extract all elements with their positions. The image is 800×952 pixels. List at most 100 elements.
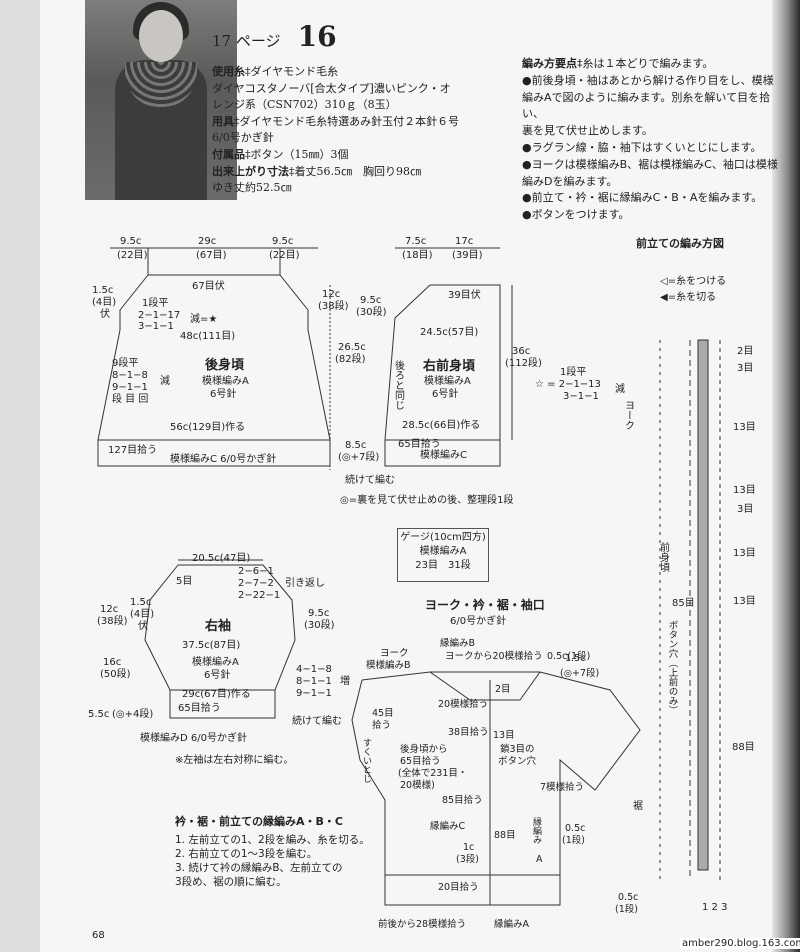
sleeve-five: 5目 bbox=[176, 576, 192, 587]
asm-yoke-pattern: 模様編みB bbox=[366, 659, 411, 671]
asm-edge-a2: A bbox=[536, 854, 543, 865]
band-count: 3目 bbox=[737, 363, 753, 374]
asm-c05r: (1段) bbox=[562, 834, 585, 846]
back-side-row: 8−1−8 bbox=[112, 370, 148, 381]
front-neck-h: 9.5c bbox=[360, 295, 381, 306]
asm-hem-pick: 前後から28模様拾う bbox=[378, 918, 466, 930]
pattern-page bbox=[40, 0, 780, 952]
asm-c05b: 0.5c bbox=[618, 892, 638, 903]
sleeve-cuff-h: 5.5c bbox=[88, 709, 109, 720]
back-top-right-st: (22目) bbox=[269, 250, 300, 261]
asm-c05: 0.5c bbox=[565, 823, 585, 834]
sleeve-pickup: 65目拾う bbox=[178, 701, 221, 714]
edging-step: 3段め、裾の順に編む。 bbox=[175, 876, 287, 888]
sleeve-cuff bbox=[169, 689, 276, 719]
sleeve-inc-row: 8−1−1 bbox=[296, 676, 332, 687]
band-legend-2: ◀=糸を切る bbox=[660, 291, 716, 303]
back-dec-row: 3−1−1 bbox=[138, 321, 174, 332]
size-line-2: ゆき丈約52.5㎝ bbox=[212, 181, 292, 195]
tools-line-2: 6/0号かぎ針 bbox=[212, 131, 274, 145]
asm-pick: 拾う bbox=[372, 719, 391, 731]
asm-back65: 後身頃から bbox=[400, 743, 448, 755]
notes-item: ●ヨークは模様編みB、裾は模様編みC、袖口は模様 bbox=[522, 157, 778, 171]
sleeve-raglan-h: 12c bbox=[100, 604, 118, 615]
asm-c1: 1c bbox=[463, 842, 474, 853]
band-count: 85目 bbox=[672, 598, 695, 609]
front-top-mid: 17c bbox=[455, 236, 473, 247]
front-dec-row: 1段平 bbox=[560, 365, 586, 378]
front-raglan-h: 12c bbox=[322, 289, 340, 300]
back-top-left: 9.5c bbox=[120, 236, 141, 247]
back-side-row: 9段平 bbox=[112, 356, 138, 369]
size-line-1: ‡着丈56.5㎝ 胸回り98㎝ bbox=[289, 164, 421, 178]
asm-total: (全体で231目・ bbox=[398, 767, 467, 779]
front-dec-row: ☆ = 2−1−13 bbox=[535, 379, 601, 390]
page-header: 17 ページ 16 bbox=[212, 20, 337, 53]
gauge-box: ゲージ(10cm四方) 模様編みA 23目 31段 bbox=[397, 528, 489, 582]
model-photo bbox=[85, 0, 237, 200]
notes-item: ●前立て・衿・裾に縁編みC・B・Aを編みます。 bbox=[522, 191, 763, 205]
back-top-mid-st: (67目) bbox=[196, 250, 227, 261]
edging-steps: 衿・裾・前立ての縁編みA・B・C 1. 左前立ての1、2段を編み、糸を切る。 2… bbox=[175, 815, 375, 889]
yarn-label: 使用糸 bbox=[212, 65, 245, 78]
sleeve-cuff-st: (◎+4段) bbox=[112, 707, 153, 720]
band-side-hem: 裾 bbox=[631, 799, 643, 811]
asm-edge-c: 縁編みC bbox=[430, 820, 466, 832]
back-pickup: 127目拾う bbox=[108, 443, 157, 456]
sleeve-left-fu: 伏 bbox=[138, 619, 148, 632]
front-dec-row: 3−1−1 bbox=[563, 391, 599, 402]
asm-collar: 0.5c(1段) bbox=[547, 650, 590, 662]
size-label: 出来上がり寸法 bbox=[212, 164, 289, 178]
edging-title: 衿・裾・前立ての縁編みA・B・C bbox=[175, 815, 343, 828]
asm-scoop: すくいとじ bbox=[361, 738, 372, 783]
band-count: 13目 bbox=[733, 485, 756, 496]
assembly-title: ヨーク・衿・裾・袖口 bbox=[425, 597, 545, 612]
front-back-same: 後ろと同じ bbox=[393, 359, 405, 410]
asm-edge-a3: 縁編みA bbox=[494, 918, 530, 930]
band-title: 前立ての編み方図 bbox=[636, 236, 724, 250]
front-cont: 続けて編む bbox=[345, 473, 395, 486]
edging-step: 2. 右前立ての1〜3段を編む。 bbox=[175, 848, 318, 860]
asm-c05br: (1段) bbox=[615, 903, 638, 915]
front-hem bbox=[384, 439, 501, 467]
front-needle: 6号針 bbox=[432, 387, 458, 400]
back-left-h-st: (4目) bbox=[92, 297, 116, 308]
front-top-left-st: (18目) bbox=[402, 250, 433, 261]
materials-spec: 使用糸‡ダイヤモンド毛糸 ダイヤコスタノーバ[合太タイプ]濃いピンク・オ レンジ… bbox=[212, 64, 502, 197]
asm-p20b: 20目拾う bbox=[438, 881, 479, 893]
sleeve-left-h: 1.5c bbox=[130, 597, 151, 608]
sleeve-cuff: 模様編みD 6/0号かぎ針 bbox=[140, 731, 247, 744]
asm-collar2-st: (◎+7段) bbox=[560, 667, 599, 679]
yarn-line-2: ダイヤコスタノーバ[合太タイプ]濃いピンク・オ bbox=[212, 81, 451, 95]
instructions: 編み方要点‡糸は１本どりで編みます。 ●前後身頃・袖はあとから解ける作り目をし、… bbox=[522, 56, 782, 224]
front-pickup: 65目拾う bbox=[398, 437, 441, 450]
asm-c1r: (3段) bbox=[456, 853, 479, 865]
sleeve-top-row: 2−6−1 bbox=[238, 566, 274, 577]
edging-step: 3. 続けて衿の縁編みB、左前立ての bbox=[175, 862, 343, 874]
asm-two: 2目 bbox=[495, 684, 511, 695]
watermark: amber290.blog.163.com bbox=[680, 938, 800, 949]
page-number: 68 bbox=[92, 930, 105, 941]
front-band-st: (◎+7段) bbox=[338, 450, 379, 463]
back-dec-row: 1段平 bbox=[142, 296, 168, 309]
back-needle: 6号針 bbox=[210, 387, 236, 400]
front-full-h: 36c bbox=[512, 346, 530, 357]
sleeve-side-h-st: (50段) bbox=[100, 667, 131, 680]
sleeve-inc-mark: 増 bbox=[340, 674, 350, 687]
back-top-mid: 29c bbox=[198, 236, 216, 247]
front-top-left: 7.5c bbox=[405, 236, 426, 247]
band-side-front: 前身頃 bbox=[658, 541, 670, 573]
asm-edge-b: 縁編みB bbox=[440, 637, 475, 649]
band-count: 13目 bbox=[733, 548, 756, 559]
sleeve-inc-row: 4−1−8 bbox=[296, 664, 332, 675]
back-dec-row: 2−1−17 bbox=[138, 310, 180, 321]
gauge-title: ゲージ(10cm四方) bbox=[400, 532, 486, 543]
sleeve-pattern: 模様編みA bbox=[192, 655, 239, 668]
assembly-outline bbox=[351, 671, 641, 906]
gauge-pattern: 模様編みA bbox=[419, 546, 467, 557]
asm-p85: 85目拾う bbox=[442, 794, 483, 806]
front-raglan-h-st: (38段) bbox=[318, 299, 349, 312]
yarn-line-1: ‡ダイヤモンド毛糸 bbox=[245, 65, 339, 78]
back-top-left-st: (22目) bbox=[117, 250, 148, 261]
